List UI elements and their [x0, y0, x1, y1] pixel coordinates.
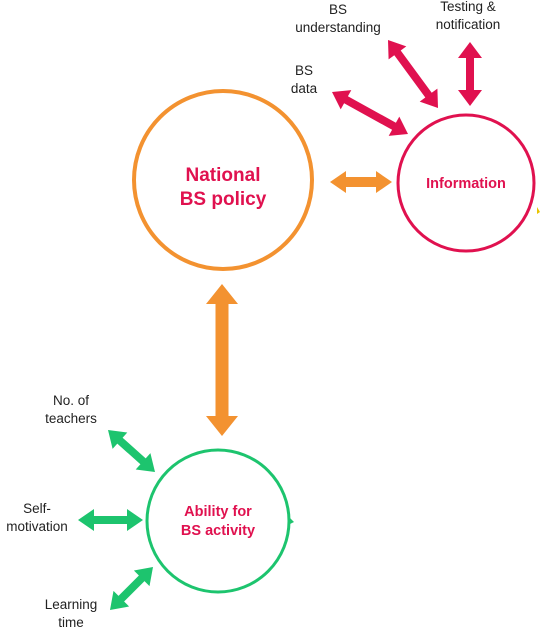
bs-data-label: BS data	[274, 62, 334, 98]
policy-label-line2: BS policy	[179, 189, 267, 210]
ability-side-mark	[290, 518, 294, 524]
self-motivation-line1: Self-	[23, 501, 51, 516]
ability-label-line1: Ability for	[184, 504, 252, 520]
self-motivation-arrow	[78, 509, 143, 531]
policy-circle	[132, 89, 314, 271]
learning-time-arrow	[110, 567, 153, 610]
self-motivation-label: Self- motivation	[0, 500, 76, 536]
bs-understanding-arrow	[388, 40, 438, 108]
information-circle	[396, 113, 536, 253]
ability-label-line2: BS activity	[180, 523, 256, 539]
teachers-arrow	[108, 430, 155, 472]
testing-line2: notification	[435, 17, 501, 32]
bs-data-line1: BS	[294, 63, 313, 78]
info-side-mark	[537, 207, 540, 214]
ability-circle	[145, 448, 291, 594]
testing-line1: Testing &	[440, 0, 496, 14]
ability-node-label: Ability for BS activity	[148, 503, 288, 541]
bs-understanding-line1: BS	[328, 2, 347, 17]
learning-time-line2: time	[58, 615, 84, 630]
bs-understanding-line2: understanding	[295, 20, 381, 35]
learning-time-label: Learning time	[32, 596, 110, 632]
bs-data-arrow	[332, 90, 408, 136]
bs-understanding-label: BS understanding	[278, 1, 398, 37]
policy-label-line1: National	[185, 165, 261, 186]
bs-data-line2: data	[290, 81, 318, 96]
information-node-label: Information	[406, 175, 526, 193]
information-label: Information	[426, 176, 506, 192]
learning-time-line1: Learning	[44, 597, 98, 612]
testing-arrow	[458, 42, 482, 106]
policy-node-label: National BS policy	[143, 164, 303, 212]
teachers-line2: teachers	[45, 411, 97, 426]
teachers-line1: No. of	[52, 393, 90, 408]
policy-information-arrow	[330, 171, 392, 193]
testing-notification-label: Testing & notification	[418, 0, 518, 34]
self-motivation-line2: motivation	[6, 519, 68, 534]
teachers-label: No. of teachers	[36, 392, 106, 428]
policy-ability-arrow	[206, 284, 238, 436]
